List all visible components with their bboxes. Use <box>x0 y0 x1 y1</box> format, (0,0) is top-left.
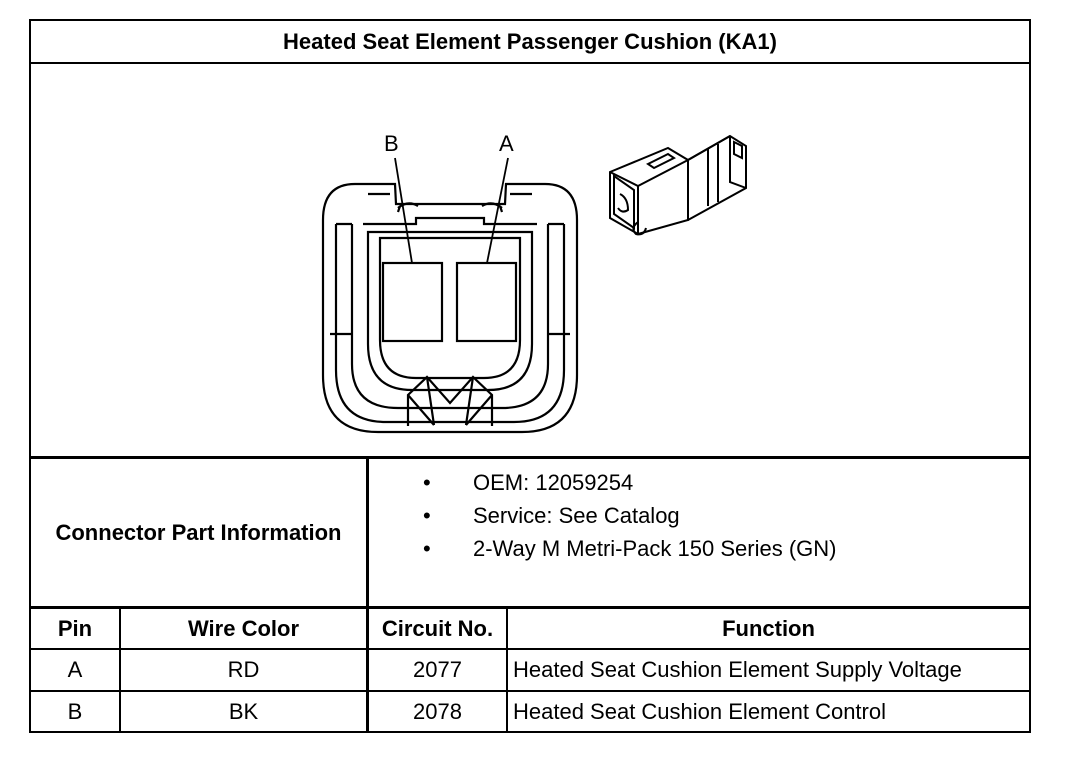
info-column-divider <box>366 456 369 733</box>
row-b-pin: B <box>67 698 83 724</box>
title-divider <box>29 62 1031 64</box>
header-wire-color: Wire Color <box>187 615 300 641</box>
header-pin: Pin <box>57 615 93 641</box>
connector-oem: OEM: 12059254 <box>473 469 634 495</box>
connector-series: 2-Way M Metri-Pack 150 Series (GN) <box>473 535 837 561</box>
row-b-function: Heated Seat Cushion Element Control <box>513 698 886 724</box>
connector-sheet <box>29 19 1031 733</box>
row-a-wire-color: RD <box>227 657 260 682</box>
header-function: Function <box>722 615 815 641</box>
bullet-icon: • <box>423 535 431 561</box>
row-a-circuit: 2077 <box>413 657 462 682</box>
row-divider <box>29 690 1031 692</box>
connector-info-list: • OEM: 12059254 • Service: See Catalog •… <box>420 466 836 565</box>
bullet-icon: • <box>423 469 431 495</box>
header-circuit-no: Circuit No. <box>381 615 494 641</box>
connector-service: Service: See Catalog <box>473 502 680 528</box>
header-divider <box>29 648 1031 650</box>
bullet-icon: • <box>423 502 431 528</box>
page-title: Heated Seat Element Passenger Cushion (K… <box>283 28 777 54</box>
circuit-column-divider <box>506 606 508 733</box>
row-a-function: Heated Seat Cushion Element Supply Volta… <box>513 657 962 682</box>
connector-plug-illustration <box>609 134 747 236</box>
list-item: • OEM: 12059254 <box>420 466 836 499</box>
connector-face-diagram <box>321 157 579 434</box>
pin-column-divider <box>119 606 121 733</box>
info-divider <box>29 606 1031 609</box>
list-item: • Service: See Catalog <box>420 499 836 532</box>
connector-info-label: Connector Part Information <box>55 519 342 545</box>
row-b-wire-color: BK <box>228 698 259 724</box>
row-a-pin: A <box>67 657 83 682</box>
row-b-circuit: 2078 <box>413 698 462 724</box>
list-item: • 2-Way M Metri-Pack 150 Series (GN) <box>420 532 836 565</box>
pin-label-b: B <box>384 131 399 156</box>
pin-label-a: A <box>499 131 514 156</box>
diagram-divider <box>29 456 1031 459</box>
